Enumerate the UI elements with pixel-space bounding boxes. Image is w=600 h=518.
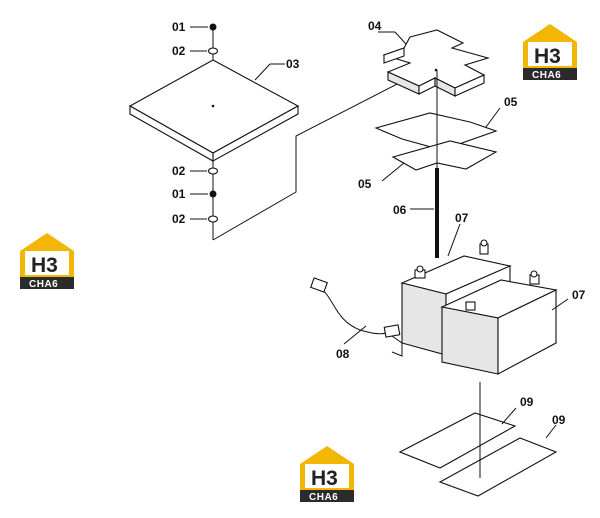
pads-part-05 <box>374 107 501 182</box>
callout-02-bottom: 02 <box>172 212 186 226</box>
callout-08: 08 <box>336 347 350 361</box>
cross-clamp-part-04 <box>378 29 490 97</box>
callout-09-right: 09 <box>552 413 566 427</box>
callout-05-right: 05 <box>504 95 518 109</box>
rod-part-06 <box>410 70 439 258</box>
cover-plate-assembly <box>128 23 437 241</box>
callout-06: 06 <box>393 203 407 217</box>
svg-text:CHA6: CHA6 <box>532 70 561 81</box>
callout-04: 04 <box>368 19 382 33</box>
callout-05-left: 05 <box>358 177 372 191</box>
nut-part-01-top <box>209 23 217 31</box>
callout-09-left: 09 <box>520 395 534 409</box>
callout-01-bottom: 01 <box>172 187 186 201</box>
callout-01-top: 01 <box>172 20 186 34</box>
callout-03: 03 <box>286 57 300 71</box>
brand-logo-bottom: H3 CHA6 <box>296 442 358 504</box>
callout-02-top: 02 <box>172 44 186 58</box>
washer-part-02-top <box>207 47 219 55</box>
washer-part-02-middle <box>207 167 219 175</box>
cable-part-08 <box>310 277 403 357</box>
svg-text:H3: H3 <box>534 45 561 68</box>
brand-logo-left: H3 CHA6 <box>16 229 78 291</box>
nut-part-01-bottom <box>209 190 217 198</box>
svg-text:H3: H3 <box>31 254 58 277</box>
svg-text:CHA6: CHA6 <box>29 279 58 290</box>
battery-part-07-front <box>440 270 558 375</box>
svg-text:CHA6: CHA6 <box>309 492 338 503</box>
brand-logo-top-right: H3 CHA6 <box>519 20 581 82</box>
cover-plate-part-03 <box>128 59 300 162</box>
callout-07-front: 07 <box>572 288 586 302</box>
svg-text:H3: H3 <box>311 467 338 490</box>
callout-07-rear: 07 <box>455 211 469 225</box>
callout-02-middle: 02 <box>172 164 186 178</box>
washer-part-02-bottom <box>207 215 219 223</box>
mats-part-09 <box>398 382 558 497</box>
